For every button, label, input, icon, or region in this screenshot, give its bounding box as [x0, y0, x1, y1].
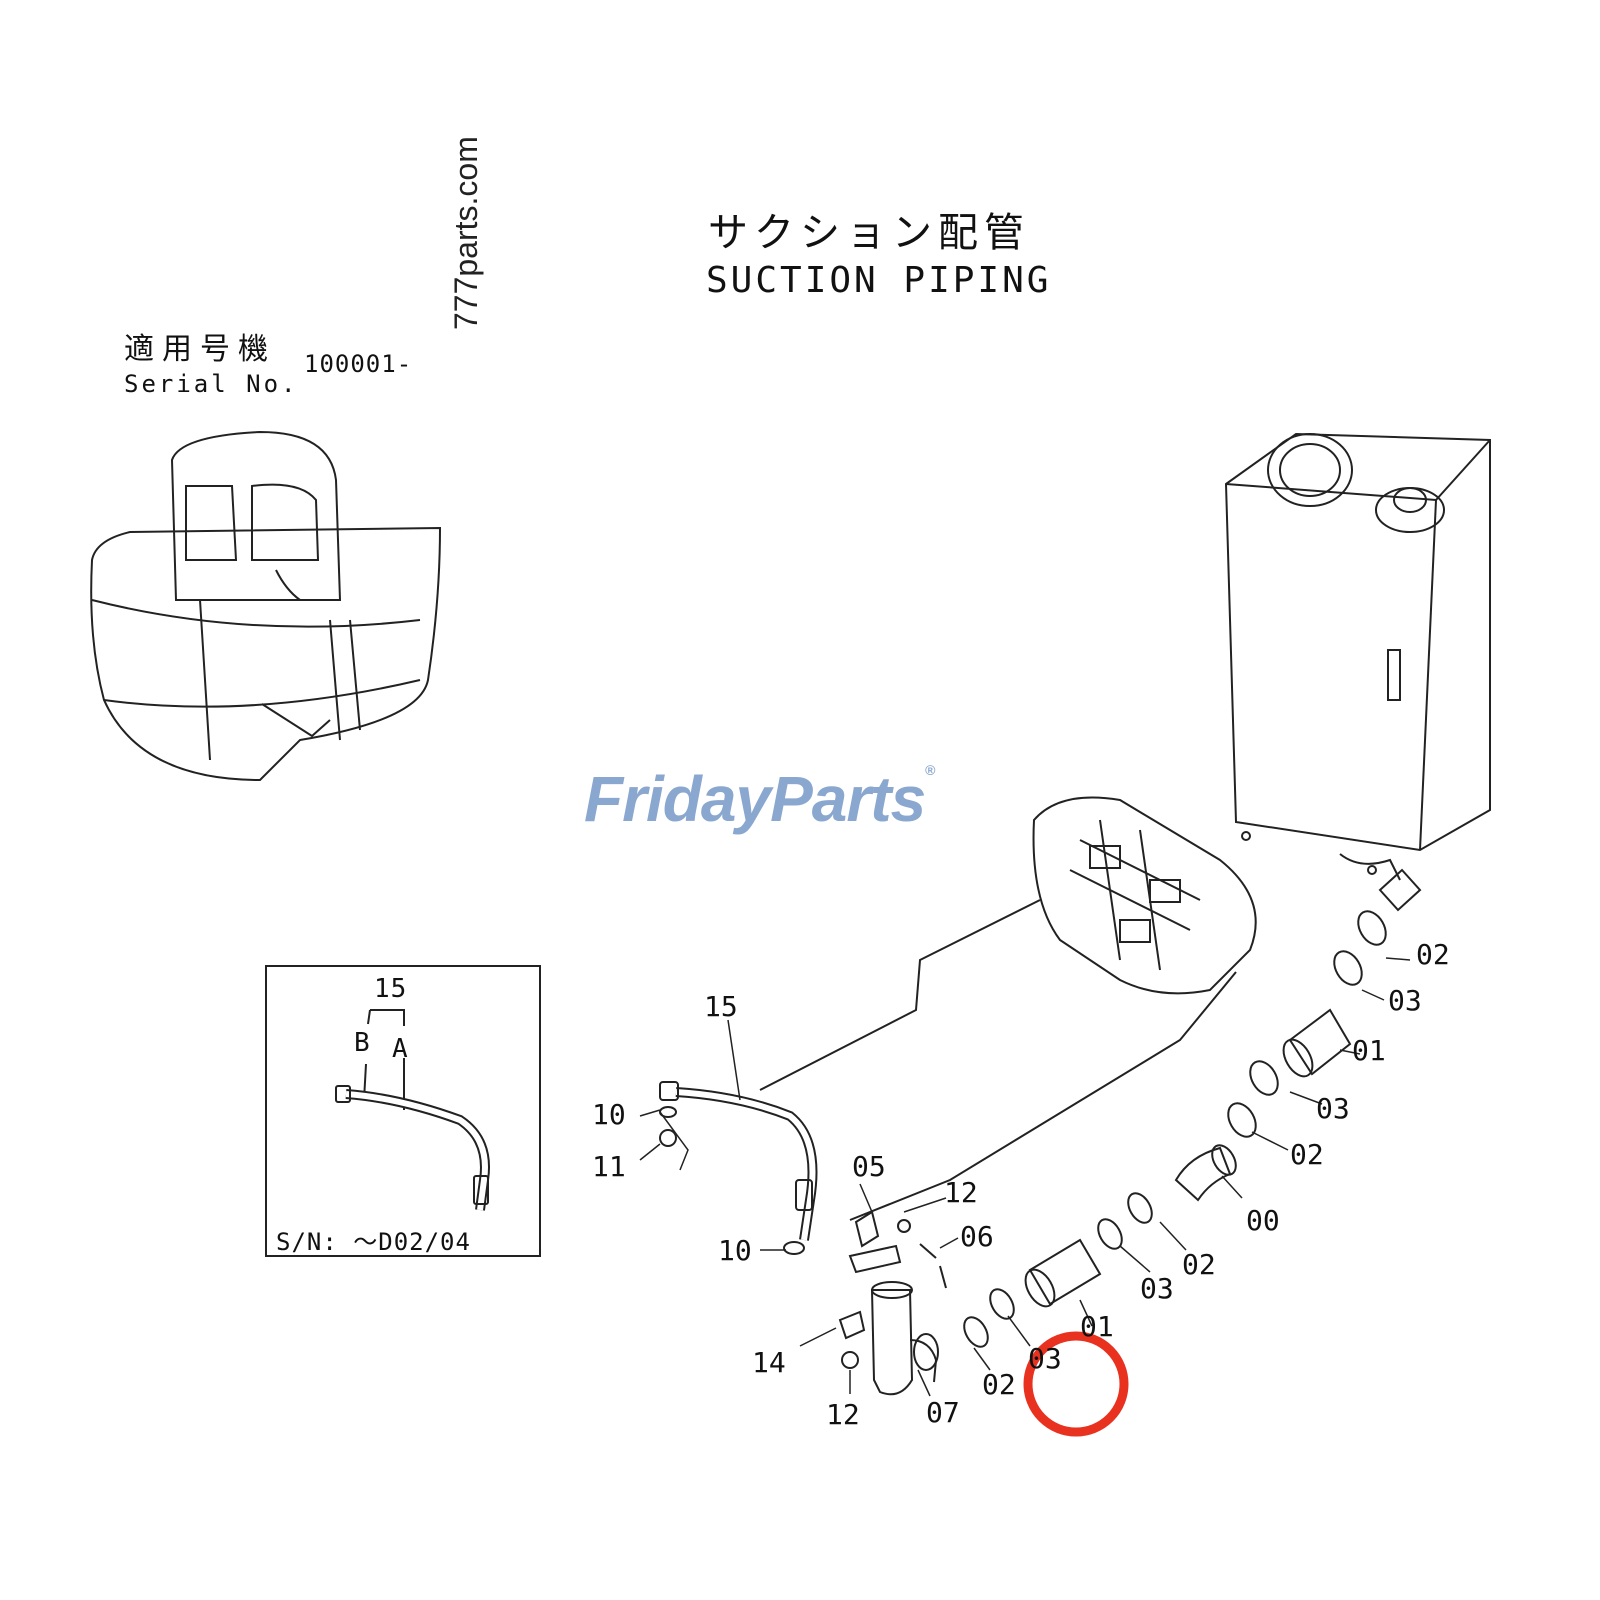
- serial-label-japanese: 適用号機: [124, 332, 276, 367]
- callout-02: 02: [1290, 1138, 1324, 1171]
- callout-01: 01: [1352, 1034, 1386, 1067]
- callout-10: 10: [718, 1234, 752, 1267]
- callout-06: 06: [960, 1220, 994, 1253]
- callout-leaders: [639, 957, 1411, 1397]
- callout-02: 02: [1182, 1248, 1216, 1281]
- brand-logo: FridayParts®: [584, 762, 936, 836]
- hydraulic-tank: [1224, 432, 1491, 881]
- inset-label-a: A: [392, 1034, 409, 1064]
- highlight-circle: [1023, 1331, 1129, 1437]
- small-fittings: [659, 1106, 937, 1369]
- serial-label-english: Serial No.: [124, 370, 299, 398]
- callout-03: 03: [1028, 1342, 1062, 1375]
- excavator-illustration: [90, 430, 442, 782]
- callout-01: 01: [1080, 1310, 1114, 1343]
- title-english: SUCTION PIPING: [706, 260, 1052, 301]
- callout-03: 03: [1316, 1092, 1350, 1125]
- inset-serial-range: S/N: ～D02/04: [276, 1228, 471, 1256]
- callout-11: 11: [592, 1150, 626, 1183]
- callout-12: 12: [944, 1176, 978, 1209]
- inset-part-number: 15: [374, 974, 408, 1004]
- logo-text-right: Parts: [770, 763, 926, 835]
- pipe-chain: [963, 868, 1422, 1348]
- callout-02: 02: [982, 1368, 1016, 1401]
- callout-00: 00: [1246, 1204, 1280, 1237]
- callout-05: 05: [852, 1150, 886, 1183]
- callout-14: 14: [752, 1346, 786, 1379]
- serial-value: 100001-: [304, 350, 413, 378]
- manifold-07: [848, 1219, 947, 1396]
- logo-text-left: Friday: [584, 763, 771, 835]
- callout-02: 02: [1416, 938, 1450, 971]
- callout-10: 10: [592, 1098, 626, 1131]
- inset-box: [265, 965, 541, 1257]
- pump-assembly: [1032, 796, 1257, 995]
- callout-03: 03: [1140, 1272, 1174, 1305]
- callout-12: 12: [826, 1398, 860, 1431]
- registered-mark-icon: ®: [925, 762, 935, 778]
- callout-07: 07: [926, 1396, 960, 1429]
- callout-03: 03: [1388, 984, 1422, 1017]
- callout-15: 15: [704, 990, 738, 1023]
- title-japanese: サクション配管: [708, 210, 1030, 256]
- suction-hose-15: [659, 1081, 818, 1241]
- inset-label-b: B: [354, 1028, 371, 1058]
